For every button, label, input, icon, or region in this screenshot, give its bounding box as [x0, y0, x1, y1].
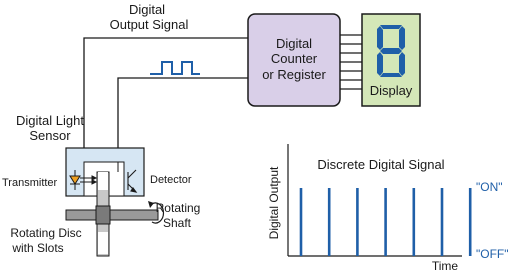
rotating-shaft: [65, 209, 159, 221]
led-icon: [69, 170, 98, 190]
display-box: [361, 13, 421, 107]
transmitter-label: Transmitter: [2, 177, 58, 189]
rotation-arrow-icon: [151, 202, 165, 224]
light-sensor-label-2: Sensor: [29, 128, 71, 143]
level-label-off: "OFF": [476, 247, 509, 261]
detector-label: Detector: [150, 174, 192, 186]
rotating-shaft-label-2: Shaft: [163, 216, 192, 230]
disc-slot-top: [98, 172, 108, 190]
chart-title: Discrete Digital Signal: [317, 157, 444, 172]
rotation-arrowhead-icon: [148, 201, 154, 208]
seven-segment-digit: [377, 25, 405, 77]
counter-label-1: Digital: [276, 36, 312, 51]
level-label-on: "ON": [476, 180, 503, 194]
disc-label-2: with Slots: [11, 241, 63, 255]
light-sensor-label-1: Digital Light: [16, 113, 84, 128]
counter-label-2: Counter: [271, 51, 318, 66]
counter-box: [247, 13, 341, 107]
square-wave: [150, 61, 200, 75]
output-wire: [83, 37, 248, 148]
disc-hub: [95, 205, 111, 225]
signal-wire: [117, 77, 248, 148]
discrete-signal-chart: Discrete Digital Signal Digital Output T…: [267, 144, 509, 273]
pulse-group: [299, 188, 472, 256]
chart-xlabel: Time: [432, 259, 459, 273]
wiring: [83, 34, 362, 148]
chart-ylabel: Digital Output: [267, 166, 281, 239]
phototransistor-icon: [117, 162, 138, 193]
disc-label-1: Rotating Disc: [10, 226, 81, 240]
digital-output-label-1: Digital: [129, 2, 165, 17]
disc-slot-bottom: [98, 232, 108, 254]
digital-output-label-2: Output Signal: [110, 17, 189, 32]
rotating-shaft-label-1: Rotating: [156, 201, 201, 215]
counter-label-3: or Register: [262, 67, 326, 82]
display-label: Display: [370, 83, 413, 98]
